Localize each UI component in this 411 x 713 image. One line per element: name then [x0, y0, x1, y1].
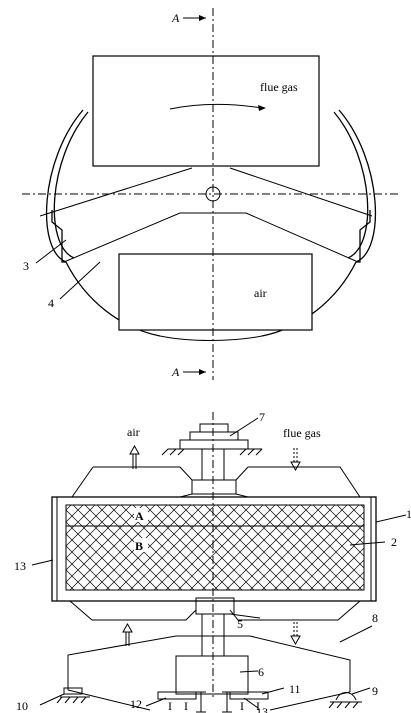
flue-outlet-arrowhead	[290, 635, 301, 646]
callout-3: 3	[23, 259, 29, 273]
callout-6: 6	[258, 665, 264, 679]
top-bearing-cap	[199, 423, 229, 433]
upper-hood-right-inner	[235, 466, 249, 481]
side-view: 7 air flue gas A B 1 2 13	[14, 410, 411, 713]
callout-13: 13	[14, 559, 26, 573]
heating-layer-b	[65, 525, 365, 591]
flue-inlet-arrow-shaft	[293, 448, 298, 462]
leader-2	[349, 541, 386, 546]
flue-gas-duct	[92, 55, 320, 167]
foot-10-plate	[63, 687, 83, 695]
small-i-right-a: I	[240, 699, 244, 713]
top-support-hatch	[161, 448, 263, 456]
layer-b-label-bg	[134, 538, 148, 552]
leader-3	[35, 239, 67, 264]
upper-hood-left-top	[93, 466, 193, 481]
callout-5: 5	[237, 617, 243, 631]
casing-right-lower	[261, 261, 357, 337]
rotation-arrowhead	[258, 105, 266, 111]
leader-6	[239, 670, 259, 673]
callout-11: 11	[289, 682, 301, 696]
leader-11	[261, 687, 285, 695]
callout-2: 2	[391, 535, 397, 549]
casing-right-bump	[356, 210, 371, 263]
section-arrowhead-top	[199, 15, 206, 21]
callout-10: 10	[16, 699, 28, 713]
callout-8: 8	[372, 611, 378, 625]
leader-1	[375, 514, 407, 523]
casing-bottom	[159, 335, 263, 341]
bottom-bearing-right	[229, 691, 269, 700]
air-label-side: air	[127, 425, 140, 439]
rotation-arrow-line	[169, 103, 263, 110]
leader-12	[145, 697, 167, 707]
callout-4: 4	[48, 296, 54, 310]
foot-9-hatch	[328, 701, 359, 709]
small-i-right-b: I	[256, 699, 260, 713]
i-beam-left	[196, 691, 206, 713]
casing-right-upper	[338, 109, 377, 263]
air-outlet-arrow-shaft	[132, 452, 137, 469]
callout-9: 9	[372, 684, 378, 698]
lower-shaft-collar	[195, 597, 235, 615]
leader-10	[39, 693, 65, 706]
small-i-left-a: I	[168, 699, 172, 713]
air-outlet-arrowhead	[129, 444, 140, 455]
sector-plate-upper-left	[39, 167, 193, 217]
layer-a-label-bg	[134, 508, 148, 522]
callout-13-lower: 13	[256, 705, 268, 713]
upper-shaft-collar	[191, 479, 237, 495]
small-i-left-b: I	[184, 699, 188, 713]
foot-10-hatch	[56, 696, 87, 704]
section-label-bottom: A	[171, 365, 180, 379]
heating-layer-a	[65, 504, 365, 527]
flue-gas-label-top: flue gas	[260, 80, 298, 94]
leader-8	[339, 625, 373, 643]
top-bearing-base	[179, 439, 249, 450]
leader-13-lower	[243, 697, 259, 709]
section-arrowhead-bottom	[199, 369, 206, 375]
layer-a-label: A	[135, 509, 144, 523]
casing-left-bump	[51, 210, 66, 263]
casing-right-upper-inner	[333, 111, 369, 259]
foot-9-rocker	[335, 692, 357, 701]
leader-7	[229, 417, 259, 437]
air-duct	[118, 253, 313, 331]
leader-4	[59, 261, 101, 300]
upper-shaft	[201, 449, 225, 480]
flue-inlet-arrowhead	[290, 461, 301, 472]
upper-hood-right	[248, 466, 361, 498]
air-inlet-arrowhead	[122, 622, 133, 633]
upper-hood-left-slope	[71, 466, 94, 498]
support-frame-lower	[67, 689, 351, 711]
leader-13	[31, 559, 54, 566]
casing-left-upper-inner	[53, 111, 89, 259]
top-view: A flue gas air 3 4	[22, 8, 400, 380]
casing-left-lower	[65, 261, 161, 337]
drive-motor	[175, 655, 249, 695]
callout-1: 1	[406, 507, 411, 521]
air-label-top: air	[254, 286, 267, 300]
leader-5	[229, 613, 261, 619]
support-frame	[67, 635, 351, 692]
leader-9	[351, 687, 371, 695]
flue-outlet-arrow-shaft	[293, 622, 298, 636]
casing-walls	[51, 497, 377, 601]
lower-shaft	[201, 614, 225, 656]
i-beam-right	[222, 691, 232, 713]
callout-12: 12	[130, 697, 142, 711]
flue-gas-label-side: flue gas	[283, 426, 321, 440]
lower-hood-left	[69, 600, 197, 621]
bottom-bearing-left	[157, 691, 197, 700]
section-label-top: A	[171, 11, 180, 25]
air-inlet-arrow-shaft	[125, 632, 130, 646]
callout-7: 7	[259, 410, 265, 424]
sector-plate-upper-right	[229, 167, 373, 217]
lower-hood-right	[229, 600, 361, 621]
casing-left-upper	[45, 109, 84, 263]
layer-b-label: B	[135, 539, 143, 553]
